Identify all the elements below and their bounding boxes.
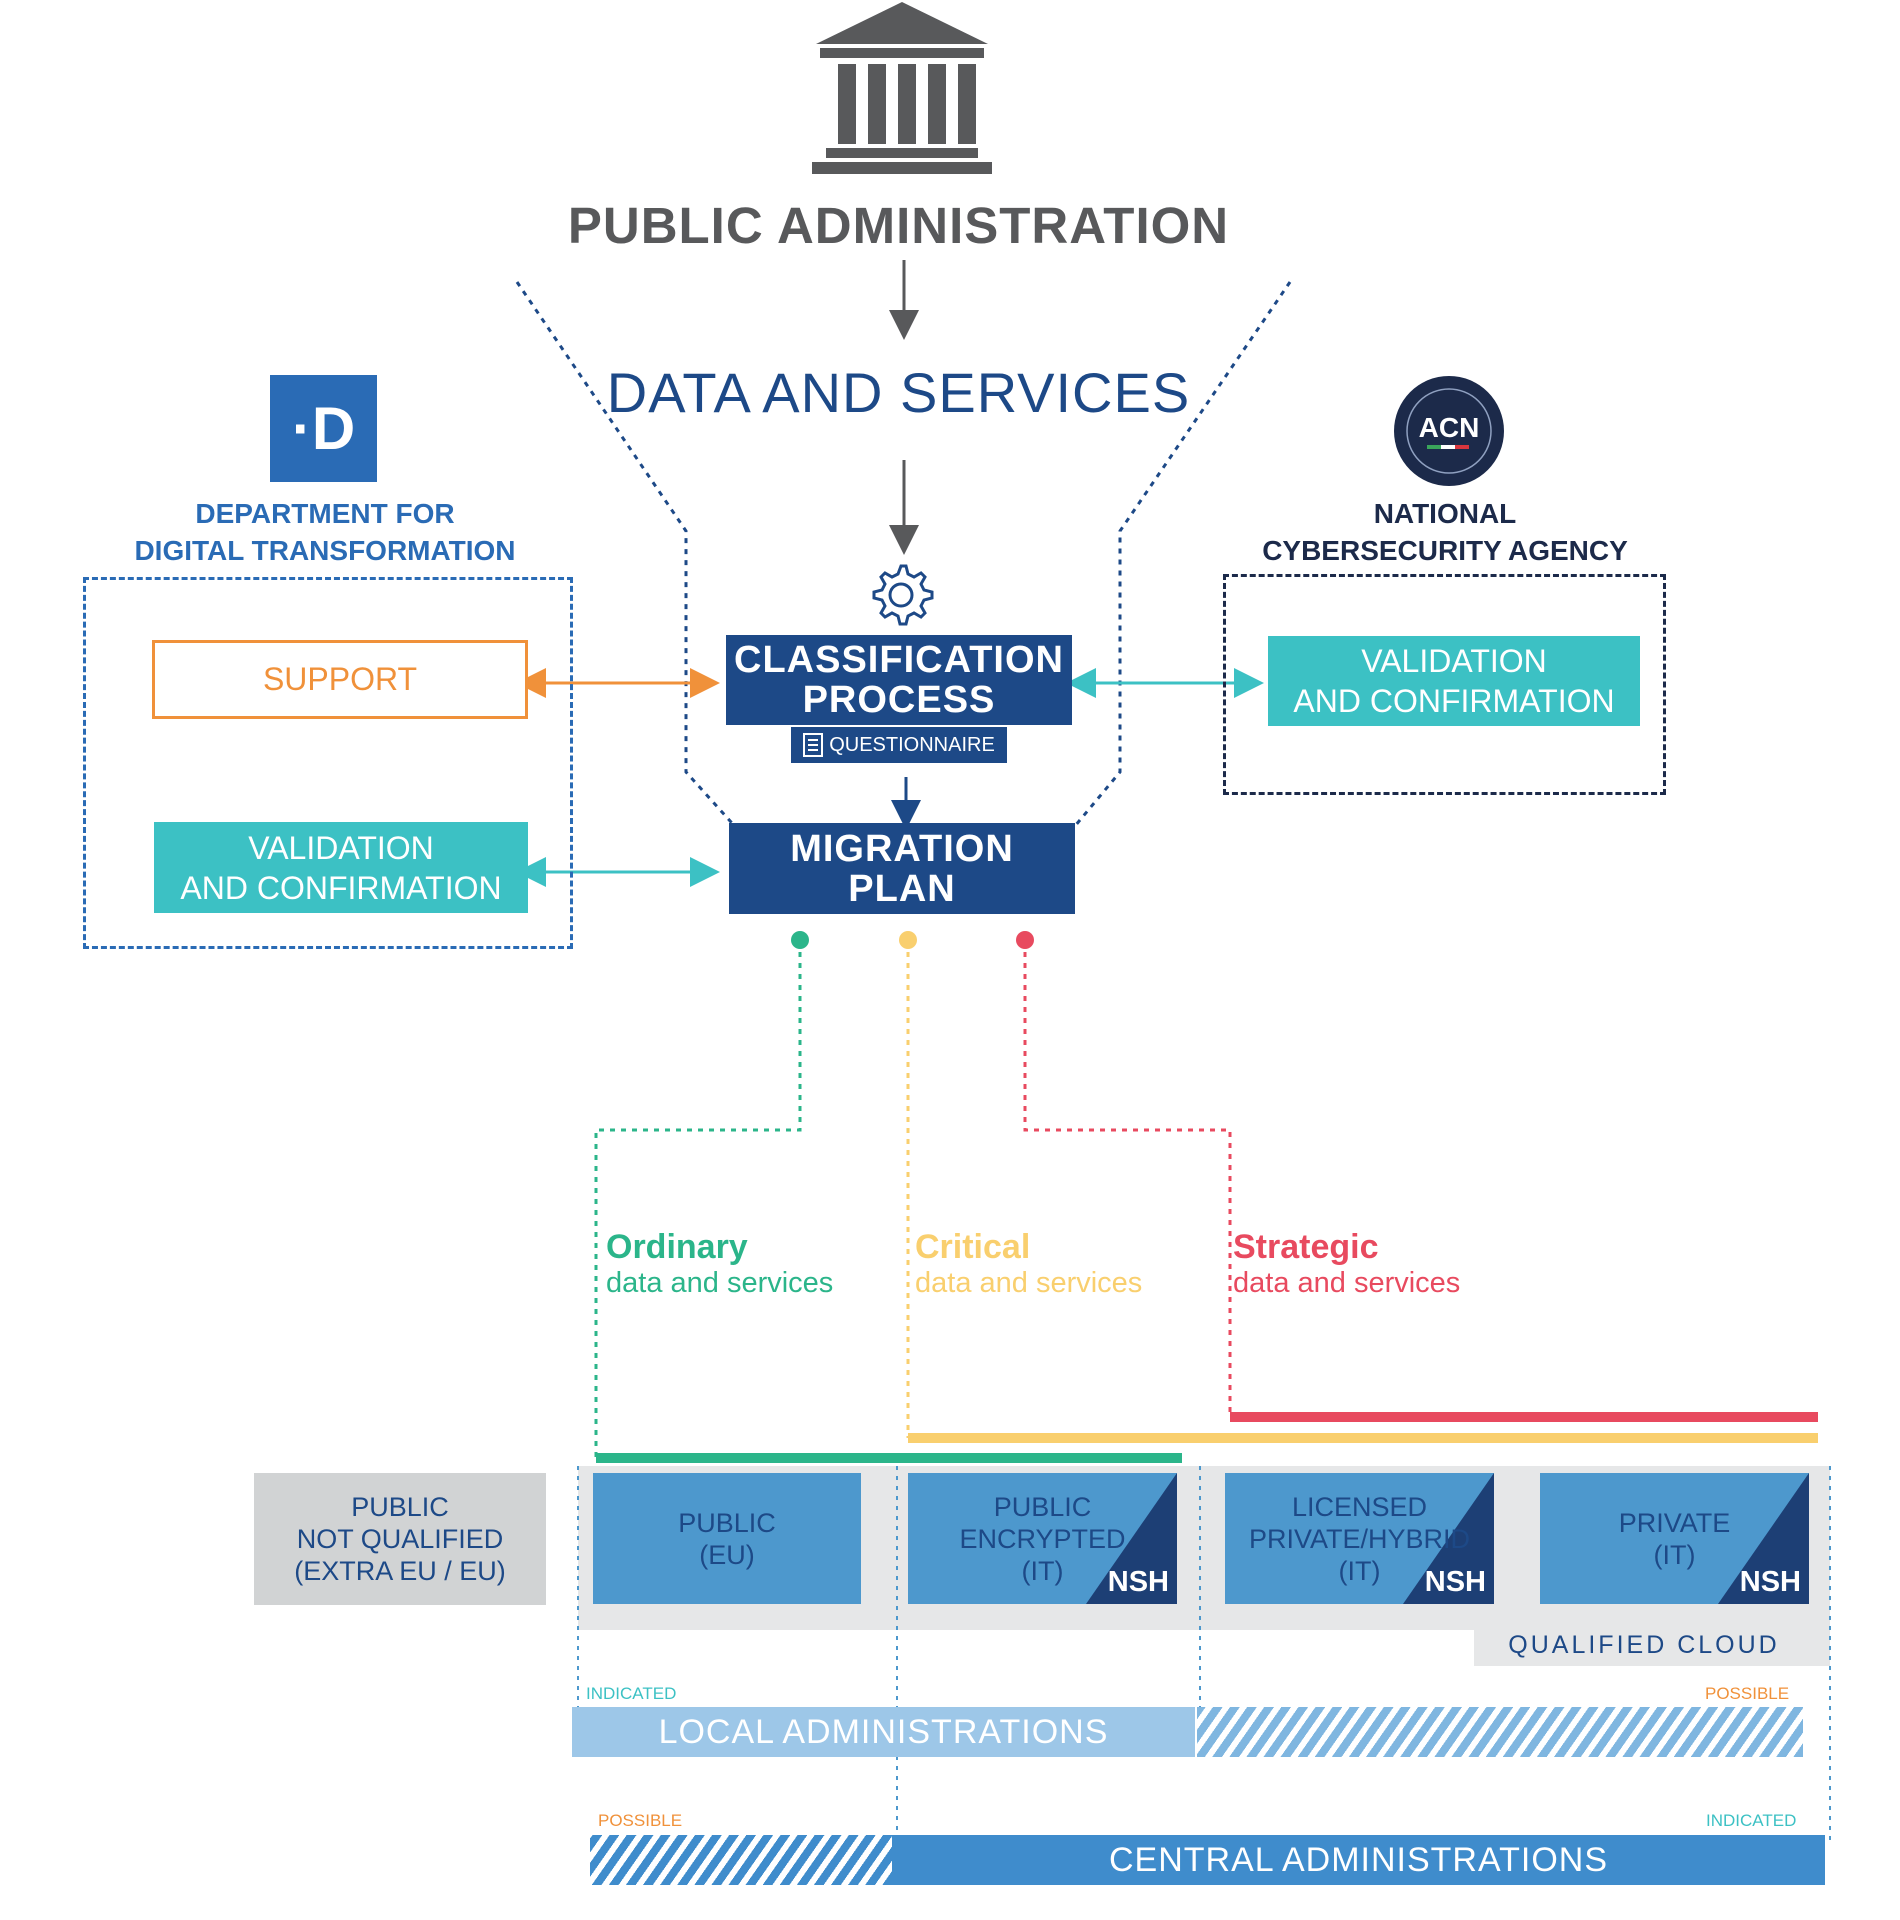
critical-title: Critical	[915, 1228, 1031, 1266]
questionnaire-icon	[803, 733, 824, 757]
questionnaire-tag[interactable]: QUESTIONNAIRE	[791, 727, 1007, 763]
central-indicated-tag: INDICATED	[1706, 1811, 1797, 1830]
cybersecurity-agency-name: NATIONAL CYBERSECURITY AGENCY	[1200, 495, 1690, 569]
licensed-line3: (IT)	[1338, 1555, 1381, 1586]
acn-logo: ACN	[1393, 375, 1505, 487]
private-line1: PRIVATE	[1618, 1507, 1731, 1538]
public-encrypted-line2: ENCRYPTED	[959, 1523, 1126, 1554]
critical-dot	[899, 931, 917, 949]
local-administrations-band: LOCAL ADMINISTRATIONS	[572, 1707, 1195, 1757]
strategic-subtitle: data and services	[1233, 1267, 1461, 1299]
public-encrypted-box: PUBLIC ENCRYPTED (IT) NSH	[908, 1473, 1177, 1604]
classification-process-box[interactable]: CLASSIFICATION PROCESS	[726, 635, 1072, 725]
migration-line1: MIGRATION	[790, 827, 1014, 870]
department-name: DEPARTMENT FOR DIGITAL TRANSFORMATION	[90, 495, 560, 569]
ordinary-title: Ordinary	[606, 1228, 748, 1266]
strategic-connector	[1023, 952, 1232, 1418]
ordinary-connector	[594, 952, 802, 1458]
public-eu-box: PUBLIC (EU)	[593, 1473, 861, 1604]
local-indicated-tag: INDICATED	[586, 1684, 677, 1703]
ordinary-bar	[596, 1453, 1182, 1463]
central-possible-tag: POSSIBLE	[598, 1811, 683, 1830]
data-and-services-title: DATA AND SERVICES	[606, 361, 1191, 424]
not-qualified-line3: (EXTRA EU / EU)	[294, 1556, 506, 1586]
questionnaire-label: QUESTIONNAIRE	[829, 733, 995, 756]
migration-plan-box[interactable]: MIGRATION PLAN	[729, 823, 1075, 914]
public-administration-title: PUBLIC ADMINISTRATION	[567, 197, 1230, 254]
department-name-line1: DEPARTMENT FOR	[195, 498, 455, 529]
public-encrypted-line3: (IT)	[1021, 1555, 1064, 1586]
right-validation-line1: VALIDATION	[1361, 643, 1547, 679]
nsh-badge: NSH	[1107, 1566, 1169, 1598]
not-qualified-line1: PUBLIC	[351, 1492, 449, 1522]
critical-subtitle: data and services	[915, 1267, 1143, 1299]
building-columns-icon	[812, 2, 992, 174]
cybersecurity-agency-container	[1223, 574, 1666, 795]
classification-line2: PROCESS	[802, 679, 996, 721]
department-logo-text: ·D	[291, 395, 356, 462]
licensed-line2: PRIVATE/HYBRID	[1248, 1523, 1471, 1554]
central-possible-hatch	[590, 1835, 892, 1885]
left-validation-line1: VALIDATION	[248, 829, 434, 866]
critical-bar	[908, 1433, 1818, 1443]
classification-line1: CLASSIFICATION	[734, 639, 1064, 681]
category-critical: Critical data and services	[915, 1228, 1142, 1300]
private-it-box: PRIVATE (IT) NSH	[1540, 1473, 1809, 1604]
public-encrypted-line1: PUBLIC	[993, 1491, 1092, 1522]
right-validation-line2: AND CONFIRMATION	[1293, 683, 1615, 719]
nsh-badge: NSH	[1424, 1566, 1486, 1598]
licensed-private-hybrid-box: LICENSED PRIVATE/HYBRID (IT) NSH	[1225, 1473, 1494, 1604]
department-name-line2: DIGITAL TRANSFORMATION	[134, 535, 516, 566]
ordinary-dot	[791, 931, 809, 949]
public-not-qualified-box: PUBLIC NOT QUALIFIED (EXTRA EU / EU)	[254, 1473, 546, 1605]
support-label: SUPPORT	[262, 661, 418, 697]
migration-line2: PLAN	[848, 867, 956, 910]
local-possible-tag: POSSIBLE	[1705, 1684, 1790, 1703]
category-strategic: Strategic data and services	[1233, 1228, 1460, 1300]
qualified-cloud-label: QUALIFIED CLOUD	[1508, 1630, 1780, 1659]
ordinary-subtitle: data and services	[606, 1267, 834, 1299]
strategic-bar	[1230, 1412, 1818, 1422]
department-logo: ·D	[270, 375, 377, 482]
left-validation-box[interactable]: VALIDATION AND CONFIRMATION	[154, 822, 528, 913]
cybersecurity-agency-line1: NATIONAL	[1373, 498, 1517, 529]
funnel-outline	[515, 281, 1292, 834]
gear-icon	[872, 564, 934, 626]
central-administrations-label: CENTRAL ADMINISTRATIONS	[1108, 1840, 1609, 1879]
cybersecurity-agency-line2: CYBERSECURITY AGENCY	[1262, 535, 1628, 566]
qualified-cloud-panel	[578, 1466, 1830, 1666]
strategic-dot	[1016, 931, 1034, 949]
left-validation-line2: AND CONFIRMATION	[180, 869, 502, 906]
not-qualified-line2: NOT QUALIFIED	[296, 1524, 504, 1554]
local-administrations-label: LOCAL ADMINISTRATIONS	[658, 1712, 1109, 1751]
strategic-title: Strategic	[1233, 1228, 1379, 1266]
public-eu-line1: PUBLIC	[678, 1507, 776, 1538]
public-eu-line2: (EU)	[699, 1539, 755, 1570]
support-box[interactable]: SUPPORT	[152, 640, 528, 719]
private-line2: (IT)	[1653, 1539, 1696, 1570]
licensed-line1: LICENSED	[1291, 1491, 1428, 1522]
right-validation-box[interactable]: VALIDATION AND CONFIRMATION	[1268, 636, 1640, 726]
nsh-badge: NSH	[1739, 1566, 1801, 1598]
category-ordinary: Ordinary data and services	[606, 1228, 833, 1300]
local-possible-hatch	[1197, 1707, 1803, 1757]
central-administrations-band: CENTRAL ADMINISTRATIONS	[892, 1835, 1825, 1885]
acn-logo-text: ACN	[1418, 412, 1480, 443]
department-container	[83, 577, 573, 949]
